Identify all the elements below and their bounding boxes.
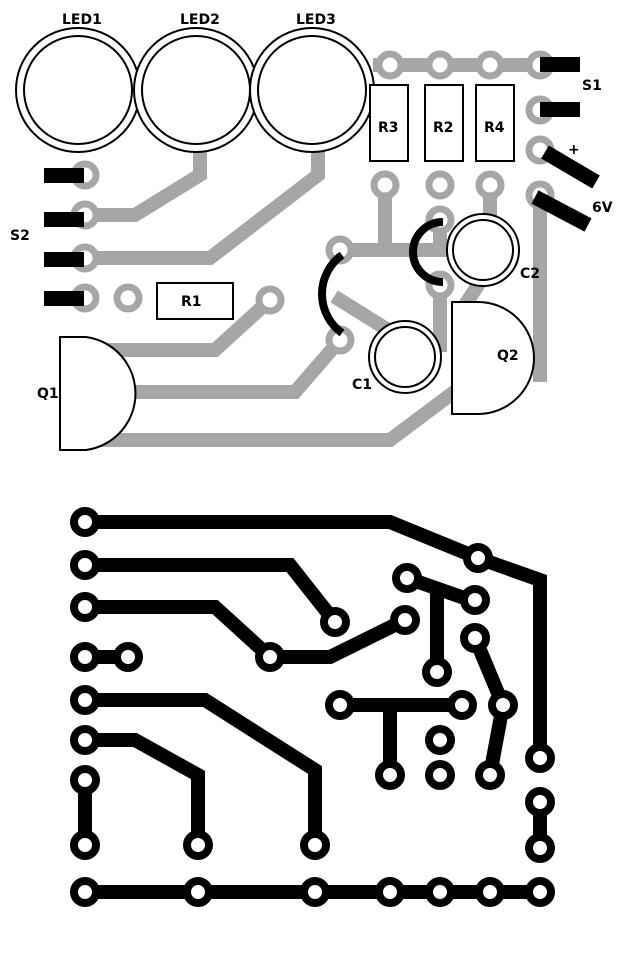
- component-layout-view: LED1 LED2 LED3 R3 R2 R4 R1: [10, 12, 613, 451]
- capacitor-c2: C2: [409, 213, 540, 287]
- resistor-r4: R4: [475, 84, 515, 162]
- transistor-q1: Q1: [37, 336, 137, 451]
- switch-s1-label: S1: [582, 78, 602, 94]
- resistor-r2-label: R2: [433, 120, 454, 136]
- battery-voltage-label: 6V: [592, 200, 613, 216]
- resistor-r3: R3: [369, 84, 409, 162]
- led-1: LED1: [15, 12, 141, 153]
- trace-print-view: [70, 507, 555, 907]
- resistor-r1: R1: [156, 282, 234, 320]
- capacitor-c1-label: C1: [352, 377, 372, 393]
- resistor-r2: R2: [424, 84, 464, 162]
- capacitor-c1: C1: [352, 320, 442, 394]
- led-3-label: LED3: [296, 12, 336, 28]
- print-pads: [70, 507, 555, 907]
- transistor-q2-label: Q2: [497, 348, 519, 364]
- switch-s2-label: S2: [10, 228, 30, 244]
- transistor-q2: Q2: [451, 301, 535, 415]
- led-3: LED3: [249, 12, 375, 153]
- led-2-label: LED2: [180, 12, 220, 28]
- battery-connector: + 6V: [531, 142, 613, 232]
- switch-s2: S2: [10, 168, 84, 306]
- resistor-r3-label: R3: [378, 120, 399, 136]
- battery-positive-label: +: [568, 142, 580, 158]
- capacitor-band: [317, 251, 345, 337]
- transistor-q1-label: Q1: [37, 386, 59, 402]
- led-1-label: LED1: [62, 12, 102, 28]
- led-2: LED2: [133, 12, 259, 153]
- switch-s1: S1: [540, 57, 602, 117]
- resistor-r4-label: R4: [484, 120, 505, 136]
- resistor-r1-label: R1: [181, 294, 202, 310]
- capacitor-c2-label: C2: [520, 266, 540, 282]
